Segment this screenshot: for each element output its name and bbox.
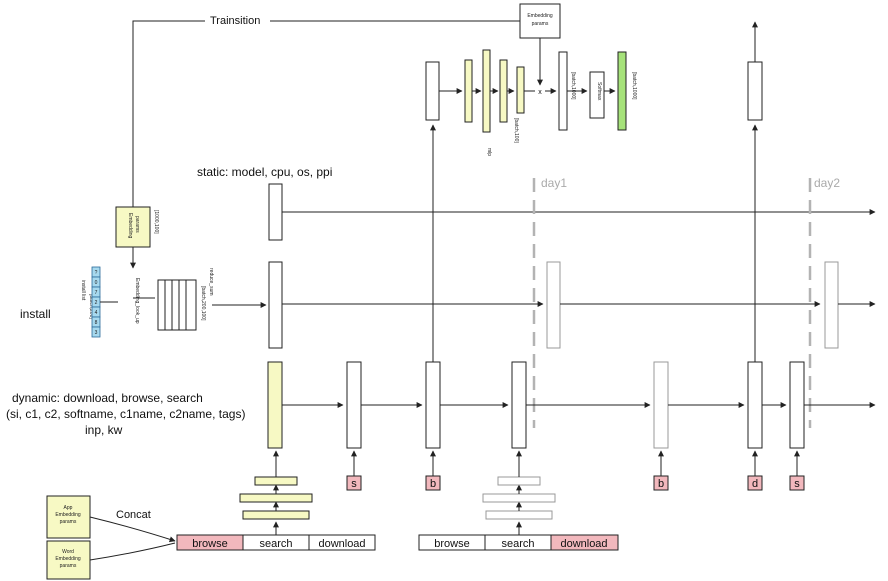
event-markers: s b b d s: [346, 450, 805, 491]
static-box: [268, 183, 283, 241]
day2-label: day2: [814, 176, 840, 190]
softmax-label: Softmax: [596, 82, 602, 101]
top-right-hidden-box: [747, 61, 763, 121]
svg-text:8: 8: [95, 320, 98, 326]
day-dividers: day1 day2: [532, 176, 840, 428]
dim-label-1: [batch,100]: [513, 118, 519, 143]
matrix-dim-label: [batch,200,100]: [200, 286, 206, 321]
svg-text:?: ?: [95, 270, 98, 276]
svg-text:0: 0: [95, 280, 98, 286]
concat-section: App Embedding params Word Embedding para…: [46, 495, 176, 580]
lstm-cell-5: [653, 361, 669, 449]
svg-text:Embedding: Embedding: [55, 512, 81, 518]
install-embed-text-2: params: [134, 216, 140, 233]
mlp-layer-3: [499, 59, 508, 123]
lstm-cell-3: [425, 361, 441, 449]
svg-text:b: b: [658, 478, 664, 490]
install-list: ? 0 7 2 4 8 3: [91, 266, 101, 338]
output-box: [617, 51, 627, 131]
lstm-cell-7: [789, 361, 805, 449]
multiply-sign: x: [538, 89, 542, 96]
install-embed-text-1: Embedding: [127, 213, 133, 239]
install-embed-dim: [1000,100]: [153, 210, 159, 234]
event-marker: [425, 475, 441, 491]
mlp-layer-4: [516, 66, 525, 114]
svg-text:params: params: [60, 563, 77, 569]
dim-label-2: [batch,1000]: [570, 72, 576, 100]
seq2-item: search: [501, 538, 534, 550]
seq1-item: download: [318, 538, 365, 550]
install-row: install install list [batch,200] ? 0 7 2…: [20, 206, 876, 349]
event-marker: [747, 475, 763, 491]
dynamic-label-line-3: inp, kw: [85, 423, 123, 437]
top-model: Embedding params mlp [batch,100] x [batc…: [425, 3, 637, 156]
install-list-dim: [batch,200]: [88, 294, 94, 319]
lstm-cell-6: [747, 361, 763, 449]
install-embedding-params-box: [115, 206, 151, 248]
install-list-label: install list: [80, 280, 86, 301]
seq1-item: search: [259, 538, 292, 550]
mlp-layer-2: [482, 49, 491, 133]
dim-label-3: [batch,1000]: [631, 72, 637, 100]
top-embedding-text-2: params: [532, 21, 549, 27]
svg-text:s: s: [794, 478, 800, 490]
dynamic-row: dynamic: download, browse, search (si, c…: [6, 21, 876, 449]
top-hidden-box: [425, 61, 440, 121]
transition-connector: Trainsition: [132, 15, 541, 207]
seq2-item: browse: [434, 538, 469, 550]
svg-text:4: 4: [95, 310, 98, 316]
svg-text:s: s: [351, 478, 357, 490]
seq2-item: download: [560, 538, 607, 550]
lstm-cell-2: [346, 361, 362, 449]
install-state-box-day1: [546, 261, 561, 349]
svg-text:App: App: [64, 505, 73, 511]
day1-label: day1: [541, 176, 567, 190]
reduce-sum-label: reduce_sum: [208, 268, 214, 296]
svg-text:params: params: [60, 519, 77, 525]
svg-text:3: 3: [95, 330, 98, 336]
svg-text:d: d: [752, 478, 758, 490]
mlp-label: mlp: [486, 148, 492, 156]
static-row: static: model, cpu, os, ppi: [197, 165, 876, 241]
event-marker: [346, 475, 362, 491]
seq1-item: browse: [192, 538, 227, 550]
install-state-box-day2: [824, 261, 839, 349]
sequence-1: browse search download: [176, 534, 376, 551]
mlp-layer-1: [464, 59, 473, 123]
svg-text:2: 2: [95, 300, 98, 306]
event-marker: [789, 475, 805, 491]
sequence-2: browse search download: [418, 534, 619, 551]
event-marker: [653, 475, 669, 491]
concat-label: Concat: [116, 509, 151, 521]
product-box: [558, 51, 568, 131]
embedding-lookup-label: Embedding_look_up: [134, 278, 140, 324]
lstm-cell-4: [511, 361, 527, 449]
top-embedding-text-1: Embedding: [527, 13, 553, 19]
svg-text:Embedding: Embedding: [55, 556, 81, 562]
transition-label: Trainsition: [210, 15, 260, 27]
mlp-stack-left: [239, 450, 313, 535]
dynamic-label-line-1: dynamic: download, browse, search: [12, 391, 203, 405]
top-embedding-params-box: [519, 3, 561, 39]
install-label: install: [20, 307, 51, 321]
embedding-matrix: [157, 279, 197, 331]
install-state-box: [268, 261, 283, 349]
svg-text:Word: Word: [62, 549, 74, 555]
mlp-stack-right: [482, 450, 556, 535]
softmax-box: [589, 71, 605, 119]
dynamic-label-line-2: (si, c1, c2, softname, c1name, c2name, t…: [6, 407, 245, 421]
svg-text:b: b: [430, 478, 436, 490]
lstm-cell-1: [267, 361, 283, 449]
static-label: static: model, cpu, os, ppi: [197, 165, 332, 179]
svg-text:7: 7: [95, 290, 98, 296]
